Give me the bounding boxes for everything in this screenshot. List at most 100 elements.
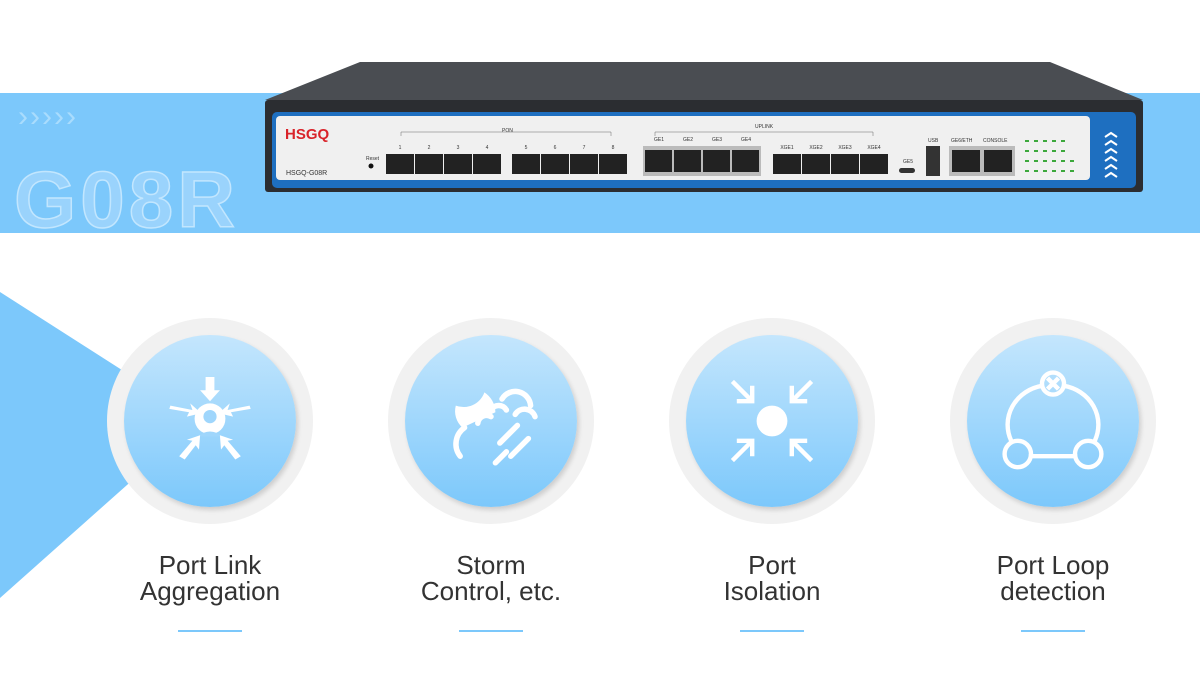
- pon-sfp-port: [444, 154, 472, 174]
- port-label: 3: [457, 145, 460, 151]
- feature-label-line2: detection: [1000, 576, 1106, 606]
- ge6-label: GE6/ETH: [951, 138, 973, 144]
- status-led: [1052, 140, 1056, 142]
- feature-underline: [178, 630, 242, 632]
- status-led: [1052, 170, 1056, 172]
- usb-port: [926, 146, 940, 176]
- feature-underline: [1021, 630, 1085, 632]
- status-led: [1061, 170, 1065, 172]
- ge-rj45-port: [674, 150, 701, 172]
- console-label: CONSOLE: [983, 138, 1008, 144]
- feature-underline: [740, 630, 804, 632]
- device-brand: HSGQ: [285, 126, 330, 143]
- status-led: [1025, 140, 1029, 142]
- xge-sfp-port: [802, 154, 830, 174]
- port-label: 1: [399, 145, 402, 151]
- pon-sfp-port: [599, 154, 627, 174]
- port-label: XGE1: [780, 145, 794, 151]
- ge-rj45-port: [732, 150, 759, 172]
- link-aggregation-icon: [169, 377, 251, 460]
- status-led: [1034, 170, 1038, 172]
- status-led: [1070, 170, 1074, 172]
- port-label: GE3: [712, 137, 722, 143]
- icon-ring: [669, 318, 875, 524]
- status-led: [1043, 150, 1047, 152]
- loop-detection-icon: [1002, 370, 1104, 470]
- status-led: [1043, 160, 1047, 162]
- uplink-bracket: [654, 131, 874, 136]
- icon-disc: [124, 335, 296, 507]
- pon-sfp-port: [570, 154, 598, 174]
- port-label: 2: [428, 145, 431, 151]
- pon-sfp-port: [386, 154, 414, 174]
- port-label: XGE3: [838, 145, 852, 151]
- icon-disc: [405, 335, 577, 507]
- icon-ring: [107, 318, 313, 524]
- feature-label-line1: Port Link: [158, 550, 262, 580]
- pon-sfp-port: [512, 154, 540, 174]
- feature-underline: [459, 630, 523, 632]
- port-label: XGE4: [867, 145, 881, 151]
- status-led: [1052, 160, 1056, 162]
- reset-button[interactable]: [368, 163, 374, 169]
- usb-label: USB: [928, 138, 939, 144]
- pon-bracket: [400, 131, 612, 136]
- ghost-model-text: G08R: [13, 155, 239, 244]
- feature-label-line2: Control, etc.: [420, 576, 562, 606]
- status-led: [1043, 170, 1047, 172]
- status-led: [1034, 140, 1038, 142]
- xge-sfp-port: [831, 154, 859, 174]
- status-led: [1025, 150, 1029, 152]
- reset-label: Reset: [366, 156, 380, 162]
- status-led: [1061, 150, 1065, 152]
- console-port: [984, 150, 1012, 172]
- pon-label: PON: [502, 128, 513, 134]
- xge-sfp-port: [860, 154, 888, 174]
- usb-c-port: [899, 168, 915, 173]
- port-label: 4: [486, 145, 489, 151]
- icon-disc: [967, 335, 1139, 507]
- pon-sfp-port: [541, 154, 569, 174]
- icon-ring: [950, 318, 1156, 524]
- icon-ring: [388, 318, 594, 524]
- feature-label-line2: Aggregation: [139, 576, 281, 606]
- pon-sfp-port: [473, 154, 501, 174]
- port-label: 8: [612, 145, 615, 151]
- chevron-decoration: ›››››: [18, 100, 78, 133]
- uplink-label: UPLINK: [755, 124, 774, 130]
- status-led: [1061, 160, 1065, 162]
- feature-label-line1: Port: [748, 550, 796, 580]
- port-label: GE1: [654, 137, 664, 143]
- storm-icon: [453, 388, 538, 466]
- status-led: [1070, 160, 1074, 162]
- status-led: [1052, 150, 1056, 152]
- status-led: [1034, 150, 1038, 152]
- isolation-icon: [730, 379, 814, 463]
- status-led: [1043, 140, 1047, 142]
- vent-chevrons-icon: [1104, 131, 1118, 178]
- ge5-label: GE5: [903, 159, 913, 165]
- feature-label-line1: Port Loop: [996, 550, 1110, 580]
- ge-rj45-port: [645, 150, 672, 172]
- status-led: [1025, 160, 1029, 162]
- port-label: XGE2: [809, 145, 823, 151]
- eth-port: [952, 150, 980, 172]
- ge-rj45-port: [703, 150, 730, 172]
- port-label: GE4: [741, 137, 751, 143]
- status-led: [1034, 160, 1038, 162]
- status-led: [1025, 170, 1029, 172]
- pon-sfp-port: [415, 154, 443, 174]
- triangle-decoration: [0, 292, 200, 598]
- port-label: GE2: [683, 137, 693, 143]
- port-label: 7: [583, 145, 586, 151]
- port-label: 5: [525, 145, 528, 151]
- xge-sfp-port: [773, 154, 801, 174]
